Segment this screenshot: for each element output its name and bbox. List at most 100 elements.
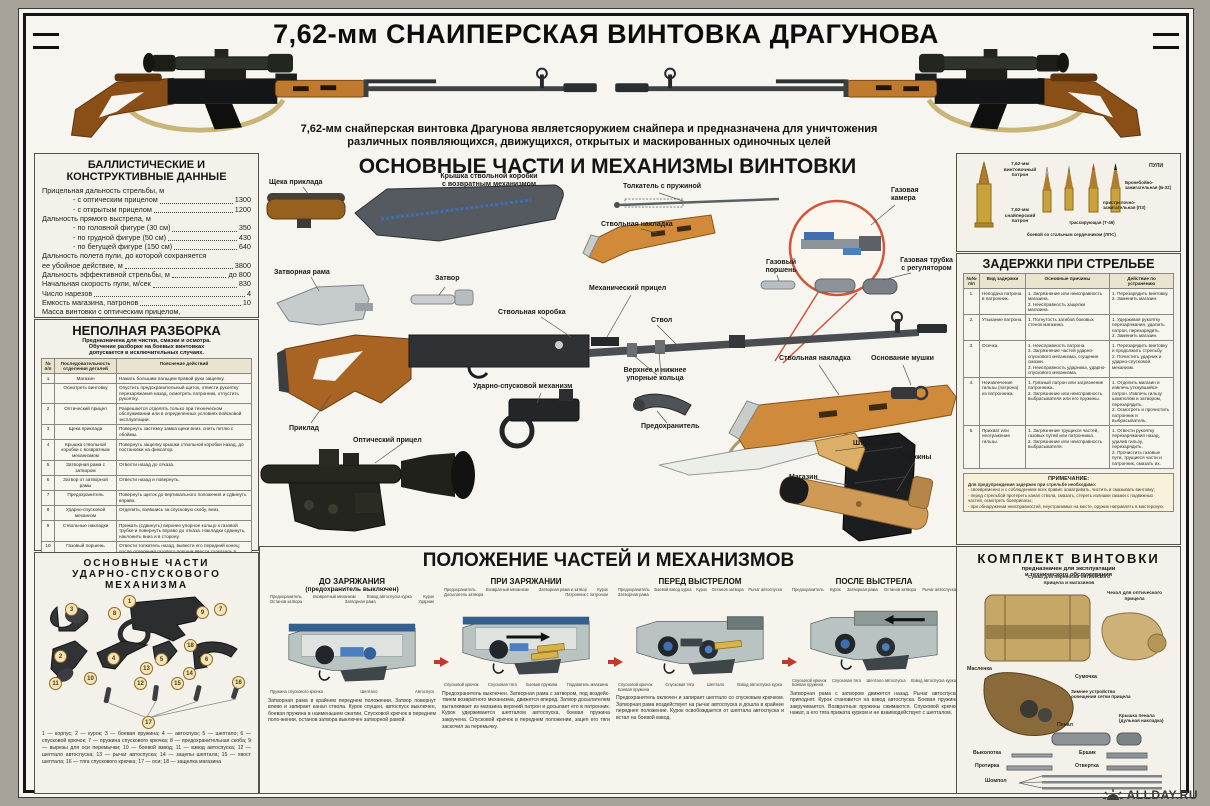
- disassembly-title: НЕПОЛНАЯ РАЗБОРКА: [72, 323, 221, 338]
- ballistic-row: Дальность эффективной стрельбы, м: [42, 269, 170, 279]
- sequence-arrow-icon: [608, 657, 623, 667]
- part-number: 7: [214, 603, 227, 616]
- positions-section: ПОЛОЖЕНИЕ ЧАСТЕЙ И МЕХАНИЗМОВ ДО ЗАРЯЖАН…: [259, 546, 958, 794]
- part-number: 1: [123, 595, 136, 608]
- cartridges-panel: 7,62-мм винтовочный патрон 7,62-мм снайп…: [956, 153, 1181, 252]
- ballistic-row: Прицельная дальность стрельбы, м: [42, 186, 165, 195]
- title-flourish-right: [1153, 33, 1179, 49]
- positions-title: ПОЛОЖЕНИЕ ЧАСТЕЙ И МЕХАНИЗМОВ: [422, 550, 795, 571]
- part-label: Магазин: [789, 474, 818, 481]
- kit-panel: КОМПЛЕКТ ВИНТОВКИ предназначен для экспл…: [956, 546, 1181, 794]
- part-number: 3: [65, 603, 78, 616]
- part-number: 6: [200, 653, 213, 666]
- kit-title: КОМПЛЕКТ ВИНТОВКИ: [977, 551, 1160, 566]
- ballistic-row: Емкость магазина, патронов: [42, 297, 139, 307]
- part-label: Газовая камера: [891, 187, 919, 203]
- part-label: Ударно-спусковой механизм: [473, 383, 573, 390]
- ballistic-row: Число нарезов: [42, 288, 93, 298]
- sequence-arrow-icon: [782, 657, 797, 667]
- ballistic-row: - по грудной фигуре (50 см): [73, 232, 167, 242]
- part-number: 13: [140, 662, 153, 675]
- panel-caption: Предохранитель включен и запирает шептал…: [616, 695, 784, 721]
- positions-panel-1: ДО ЗАРЯЖАНИЯ (предохранитель выключен) П…: [268, 577, 436, 724]
- cartridges-illustration: [974, 161, 1121, 228]
- ballistics-title-2: КОНСТРУКТИВНЫЕ ДАННЫЕ: [66, 171, 227, 183]
- intro-line-1: 7,62-мм снайперская винтовка Драгунова я…: [300, 123, 878, 135]
- part-label: Ножны: [907, 454, 932, 461]
- cutaway-diagram: [462, 616, 590, 675]
- part-number: 2: [54, 650, 67, 663]
- part-label: Штык-нож: [853, 440, 889, 447]
- part-label: Ствол: [651, 317, 673, 324]
- panel-caption: Затворная рама в крайнем переднем положе…: [268, 697, 436, 724]
- cutaway-diagram: [810, 610, 938, 670]
- ballistic-row: Дальность прямого выстрела, м: [42, 213, 151, 223]
- part-number: 4: [107, 652, 120, 665]
- part-label: Основание мушки: [871, 355, 934, 362]
- part-label: Щека приклада: [269, 179, 323, 186]
- kit-label: Сумка для переноски оптического прицела …: [1028, 575, 1110, 586]
- title-flourish-left: [33, 33, 59, 49]
- stoppages-note: ПРИМЕЧАНИЕ: Для предупреждения задержек …: [963, 472, 1174, 512]
- kit-label: Пенал: [1057, 722, 1073, 728]
- part-label: Крышка ствольной коробки с возвратным ме…: [440, 173, 538, 189]
- part-number: 16: [232, 676, 245, 689]
- cartridge-label: 7,62-мм снайперский патрон: [1004, 208, 1036, 225]
- rifle-svg-right: [615, 49, 1142, 138]
- part-label: Верхнее и нижнее упорные кольца: [623, 367, 687, 383]
- kit-label: Протирка: [975, 763, 1000, 769]
- main-parts-title: ОСНОВНЫЕ ЧАСТИ И МЕХАНИЗМЫ ВИНТОВКИ: [358, 155, 857, 178]
- watermark: ALLDAY.RU: [1102, 788, 1198, 802]
- part-label: Ствольная накладка: [601, 221, 673, 228]
- ballistic-row: Начальная скорость пули, м/сек: [42, 279, 151, 289]
- cartridge-label: 7,62-мм винтовочный патрон: [1003, 162, 1037, 179]
- kit-illustration: [983, 594, 1167, 790]
- part-number: 5: [155, 653, 168, 666]
- part-label: Оптический прицел: [353, 437, 422, 444]
- poster-title: 7,62-мм СНАИПЕРСКАЯ ВИНТОВКА ДРАГУНОВА: [273, 19, 939, 49]
- part-label: Предохранитель: [641, 423, 700, 430]
- part-number: 10: [84, 672, 97, 685]
- main-parts-illustration: [260, 184, 956, 542]
- part-number: 18: [184, 639, 197, 652]
- ballistics-panel: БАЛЛИСТИЧЕСКИЕ И КОНСТРУКТИВНЫЕ ДАННЫЕ П…: [34, 153, 259, 354]
- kit-label: Чехол для оптического прицела: [1106, 591, 1163, 602]
- part-number: 12: [134, 677, 147, 690]
- bullet-label: Бронебойно- зажигательная (Б-32): [1125, 180, 1172, 191]
- cutaway-diagram: [288, 623, 416, 682]
- part-number: 17: [142, 716, 155, 729]
- part-label: Ствольная накладка: [779, 355, 851, 362]
- part-label: Затвор: [435, 275, 460, 282]
- bullet-label: пристрелочно- зажигательная (ПЗ): [1103, 200, 1146, 211]
- kit-label: Выколотка: [973, 750, 1002, 756]
- ballistic-row: Дальность полета пули, до которой сохран…: [42, 251, 207, 261]
- kit-label: Зимнее устройство освещения сетки прицел…: [1071, 689, 1131, 700]
- ballistic-row: Масса винтовки с оптическим прицелом,: [42, 307, 181, 317]
- part-label: Толкатель с пружиной: [623, 183, 702, 190]
- kit-label: Шомпол: [985, 778, 1007, 784]
- part-label: Газовая трубка с регулятором: [900, 257, 953, 273]
- part-label: Механический прицел: [589, 285, 667, 292]
- panel-caption: Предохранитель выключен. Затворная рама …: [442, 690, 610, 730]
- kit-label: Сумочка: [1075, 674, 1097, 680]
- rifle-illustration-left: [57, 49, 627, 147]
- ballistic-row: ее убойное действие, м: [42, 260, 123, 270]
- part-label: Затворная рама: [274, 269, 330, 276]
- bullet-label: боевой со стальным сердечником (ЛПС): [1027, 232, 1116, 237]
- ballistic-row: - по головной фигуре (30 см): [73, 223, 171, 233]
- bullet-label: трассирующая (Т-46): [1069, 220, 1115, 225]
- main-parts-section: ОСНОВНЫЕ ЧАСТИ И МЕХАНИЗМЫ ВИНТОВКИ: [259, 153, 956, 543]
